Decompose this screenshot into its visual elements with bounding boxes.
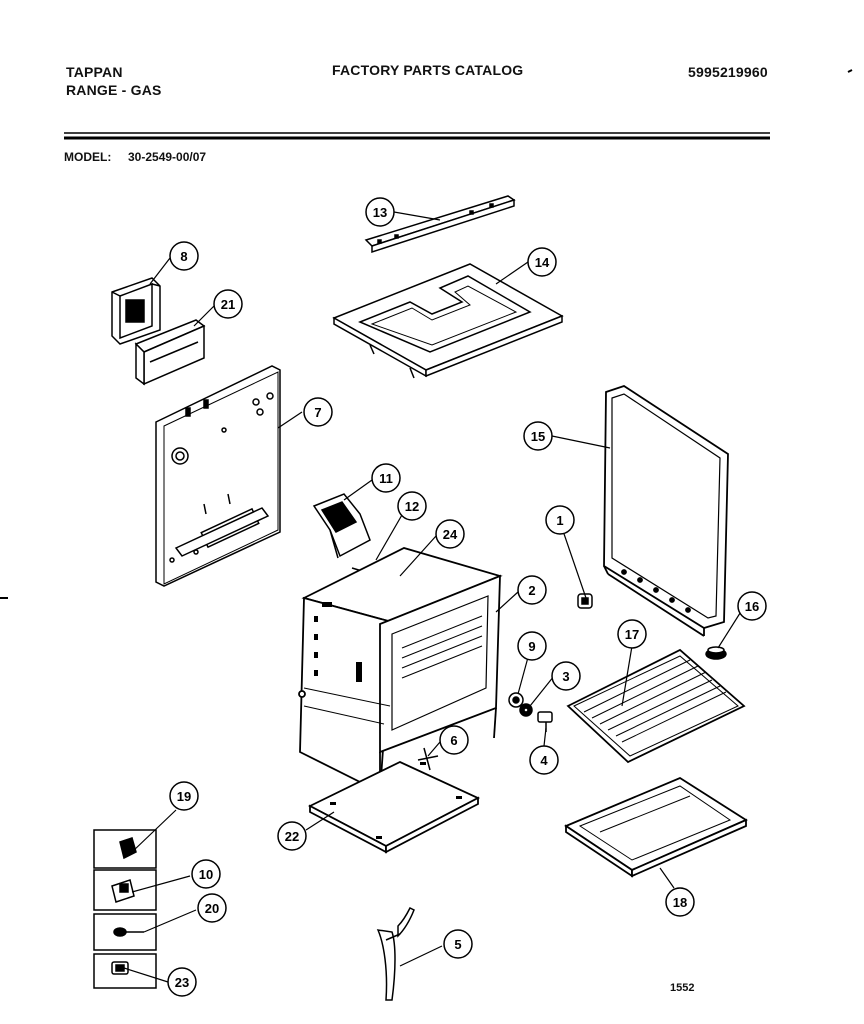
model-label: MODEL:	[64, 150, 112, 164]
inset-box-20	[93, 913, 157, 951]
svg-text:1: 1	[556, 513, 563, 528]
part-6-pin	[417, 747, 439, 771]
part-4-pin	[537, 711, 553, 732]
part-15-door-frame	[603, 385, 729, 637]
callout-17: 17	[617, 619, 647, 649]
callout-23: 23	[167, 967, 197, 997]
svg-text:5: 5	[454, 937, 461, 952]
svg-text:20: 20	[205, 901, 219, 916]
svg-text:23: 23	[175, 975, 189, 990]
callout-18: 18	[665, 887, 695, 917]
callout-8: 8	[169, 241, 199, 271]
svg-text:13: 13	[373, 205, 387, 220]
svg-text:17: 17	[625, 627, 639, 642]
catalog-title: FACTORY PARTS CATALOG	[332, 62, 524, 78]
svg-text:16: 16	[745, 599, 759, 614]
part-21-panel	[134, 319, 206, 386]
callout-22: 22	[277, 821, 307, 851]
part-13-trim-strip	[364, 195, 516, 254]
svg-text:15: 15	[531, 429, 545, 444]
callout-1: 1	[545, 505, 575, 535]
part-11-bracket	[312, 493, 371, 559]
svg-text:18: 18	[673, 895, 687, 910]
svg-text:3: 3	[562, 669, 569, 684]
part-2-oven-body	[298, 547, 503, 794]
part-3-grommet	[519, 703, 533, 717]
margin-mark	[847, 69, 853, 73]
part-22-bottom-panel	[308, 761, 481, 854]
callout-16: 16	[737, 591, 767, 621]
svg-text:19: 19	[177, 789, 191, 804]
model-number: 30-2549-00/07	[128, 150, 207, 164]
part-9-grommet	[508, 692, 524, 708]
callout-21: 21	[213, 289, 243, 319]
svg-text:8: 8	[180, 249, 187, 264]
callout-12: 12	[397, 491, 427, 521]
part-7-back-panel	[155, 365, 281, 587]
product-title: RANGE - GAS	[66, 82, 162, 98]
callout-7: 7	[303, 397, 333, 427]
part-8-bracket	[111, 277, 161, 345]
svg-text:22: 22	[285, 829, 299, 844]
svg-text:7: 7	[314, 405, 321, 420]
svg-text:14: 14	[535, 255, 550, 270]
svg-text:21: 21	[221, 297, 235, 312]
callout-9: 9	[517, 631, 547, 661]
svg-text:12: 12	[405, 499, 419, 514]
svg-text:10: 10	[199, 867, 213, 882]
leader-lines	[123, 211, 743, 983]
callout-10: 10	[191, 859, 221, 889]
callout-19: 19	[169, 781, 199, 811]
svg-text:2: 2	[528, 583, 535, 598]
callout-2: 2	[517, 575, 547, 605]
brand-title: TAPPAN	[66, 64, 123, 80]
part-16-foot	[705, 646, 727, 660]
svg-text:4: 4	[540, 753, 548, 768]
callout-15: 15	[523, 421, 553, 451]
callout-5: 5	[443, 929, 473, 959]
inset-box-23	[93, 953, 157, 989]
page-number: 1552	[670, 982, 695, 994]
callout-13: 13	[365, 197, 395, 227]
inset-box-10	[93, 869, 157, 911]
inset-box-19	[93, 829, 157, 869]
callout-14: 14	[527, 247, 557, 277]
callout-20: 20	[197, 893, 227, 923]
part-18-broiler-pan	[564, 776, 748, 878]
callout-3: 3	[551, 661, 581, 691]
header-rule	[64, 132, 770, 140]
catalog-number: 5995219960	[688, 64, 768, 80]
svg-text:6: 6	[450, 733, 457, 748]
callout-11: 11	[371, 463, 401, 493]
svg-text:24: 24	[443, 527, 458, 542]
part-17-oven-rack	[566, 648, 746, 764]
svg-text:9: 9	[528, 639, 535, 654]
callout-24: 24	[435, 519, 465, 549]
part-5-clip	[376, 906, 415, 1001]
callout-4: 4	[529, 745, 559, 775]
callout-6: 6	[439, 725, 469, 755]
svg-text:11: 11	[379, 471, 393, 486]
part-14-top-panel	[332, 263, 564, 379]
